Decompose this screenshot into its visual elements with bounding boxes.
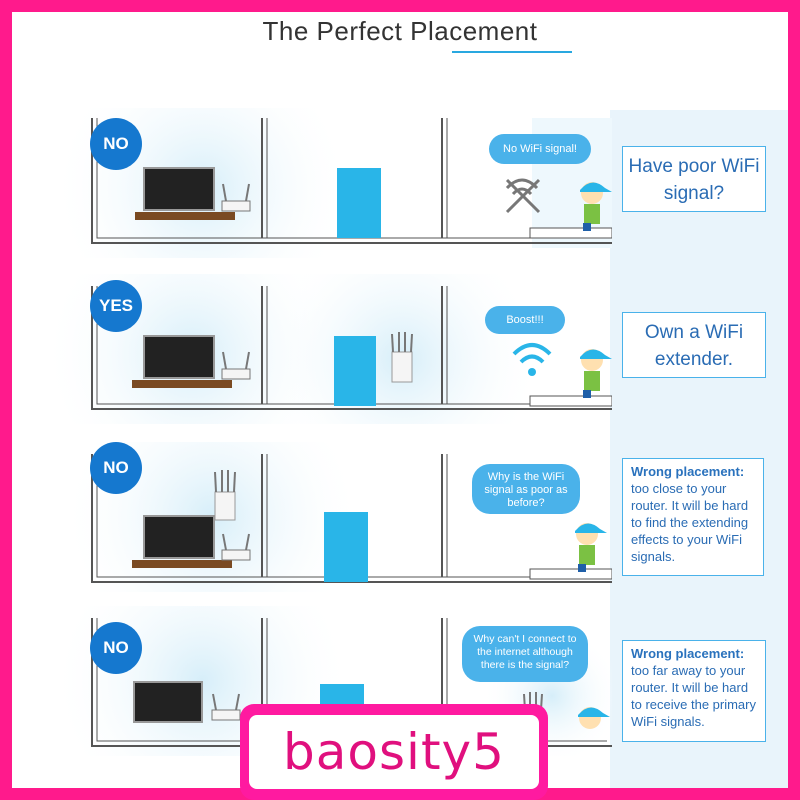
badge-no-1: NO xyxy=(90,118,142,170)
kid-icon xyxy=(575,523,607,572)
title-underline xyxy=(452,51,572,53)
info-body-4: too far away to your router. It will be … xyxy=(631,663,756,729)
badge-yes: YES xyxy=(90,280,142,332)
badge-no-2: NO xyxy=(90,442,142,494)
scenario-row-1: NO No WiFi signal! xyxy=(52,108,612,258)
extender-signal-field xyxy=(262,274,542,424)
tv-icon xyxy=(133,681,203,723)
router-icon xyxy=(221,368,251,380)
info-box-1: Have poor WiFi signal? xyxy=(622,146,766,212)
page-title: The Perfect Placement xyxy=(262,16,538,46)
info-body-3: too close to your router. It will be har… xyxy=(631,481,749,564)
kid-icon xyxy=(580,349,612,398)
badge-no-3: NO xyxy=(90,622,142,674)
wifi-icon xyxy=(512,343,552,376)
router-icon xyxy=(221,549,251,561)
tv-icon xyxy=(143,515,215,559)
extender-icon xyxy=(214,470,236,521)
room-illustration-1 xyxy=(52,108,612,258)
product-image-frame: The Perfect Placement xyxy=(12,12,788,788)
kid-icon xyxy=(580,182,612,231)
room-illustration-2 xyxy=(52,274,612,424)
router-icon xyxy=(221,200,251,212)
tv-icon xyxy=(143,335,215,379)
info-heading-3: Wrong placement: xyxy=(631,464,745,479)
kid-icon xyxy=(578,707,610,729)
extender-icon xyxy=(391,332,413,383)
kid-bench xyxy=(529,227,612,239)
speech-bubble-4: Why can't I connect to the internet alth… xyxy=(462,626,588,682)
info-box-3: Wrong placement: too close to your route… xyxy=(622,458,764,576)
speech-bubble-2: Boost!!! xyxy=(485,306,565,334)
info-heading-4: Wrong placement: xyxy=(631,646,745,661)
speech-bubble-3: Why is the WiFi signal as poor as before… xyxy=(472,464,580,514)
speech-bubble-1: No WiFi signal! xyxy=(489,134,591,164)
scenario-row-3: NO Why is the WiFi signal as poor as bef… xyxy=(52,442,612,592)
watermark-text: baosity5 xyxy=(283,723,505,781)
watermark-badge: baosity5 xyxy=(240,704,548,800)
door xyxy=(337,168,381,238)
scenario-row-2: YES Boost!!! xyxy=(52,274,612,424)
door xyxy=(334,336,376,406)
router-icon xyxy=(211,709,241,721)
info-box-2: Own a WiFi extender. xyxy=(622,312,766,378)
tv-stand xyxy=(135,212,235,220)
tv-icon xyxy=(143,167,215,211)
info-box-4: Wrong placement: too far away to your ro… xyxy=(622,640,766,742)
door xyxy=(324,512,368,582)
wifi-crossed-icon xyxy=(505,178,541,214)
